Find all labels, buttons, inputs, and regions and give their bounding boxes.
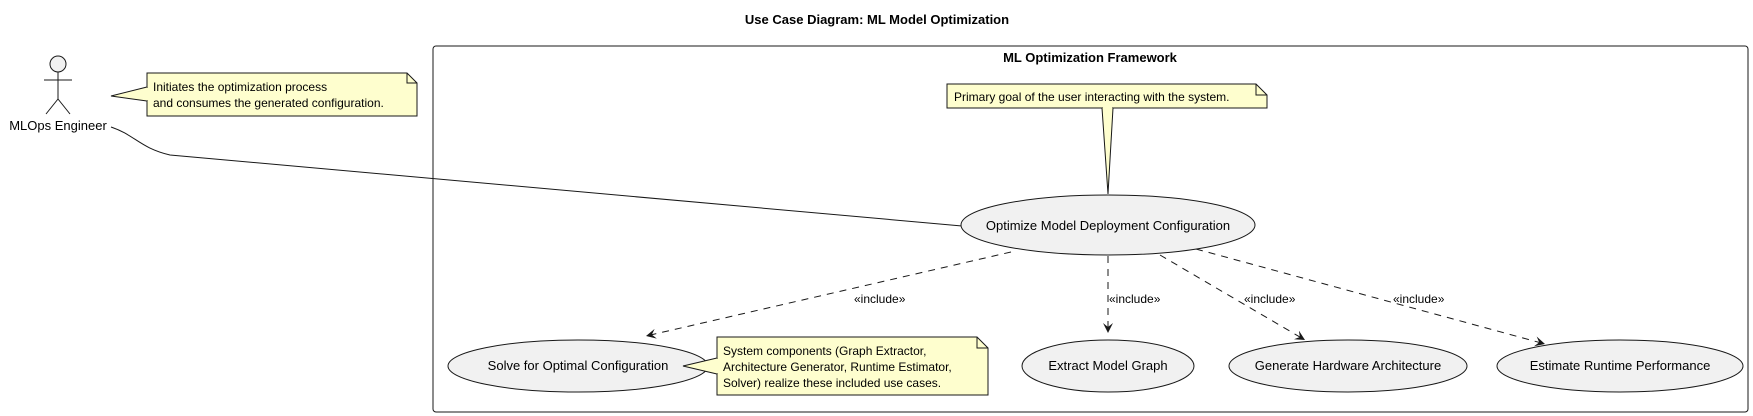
components-note-line-2: Architecture Generator, Runtime Estimato… [723, 360, 952, 374]
usecase-optimize: Optimize Model Deployment Configuration [960, 194, 1256, 256]
usecase-hardware: Generate Hardware Architecture [1228, 339, 1468, 393]
usecase-hardware-label: Generate Hardware Architecture [1255, 358, 1441, 373]
include-label-hardware: «include» [1244, 292, 1296, 306]
actor-figure [44, 55, 72, 115]
usecase-runtime-label: Estimate Runtime Performance [1530, 358, 1711, 373]
include-relations [645, 248, 1546, 347]
include-label-extract: «include» [1109, 292, 1161, 306]
components-note-line-1: System components (Graph Extractor, [723, 344, 926, 358]
actor-note: Initiates the optimization process and c… [110, 72, 418, 117]
usecase-optimize-label: Optimize Model Deployment Configuration [986, 218, 1230, 233]
include-arrow-runtime [1195, 248, 1546, 347]
include-arrow-hardware [1159, 254, 1306, 341]
goal-note-text: Primary goal of the user interacting wit… [954, 90, 1229, 104]
components-note-line-3: Solver) realize these included use cases… [723, 376, 941, 390]
goal-note: Primary goal of the user interacting wit… [946, 83, 1268, 195]
actor-label: MLOps Engineer [9, 118, 107, 133]
include-label-runtime: «include» [1393, 292, 1445, 306]
include-arrow-solve [645, 251, 1012, 339]
association-line [110, 126, 963, 227]
diagram-title: Use Case Diagram: ML Model Optimization [745, 12, 1009, 27]
system-boundary-title: ML Optimization Framework [1003, 50, 1178, 65]
usecase-extract: Extract Model Graph [1021, 339, 1195, 393]
usecase-solve-label: Solve for Optimal Configuration [488, 358, 669, 373]
actor-note-line-1: Initiates the optimization process [153, 80, 327, 94]
usecase-extract-label: Extract Model Graph [1048, 358, 1167, 373]
usecase-solve: Solve for Optimal Configuration [447, 339, 709, 393]
include-label-solve: «include» [854, 292, 906, 306]
usecase-runtime: Estimate Runtime Performance [1496, 339, 1744, 393]
components-note: System components (Graph Extractor, Arch… [682, 336, 989, 396]
actor-note-line-2: and consumes the generated configuration… [153, 96, 384, 110]
